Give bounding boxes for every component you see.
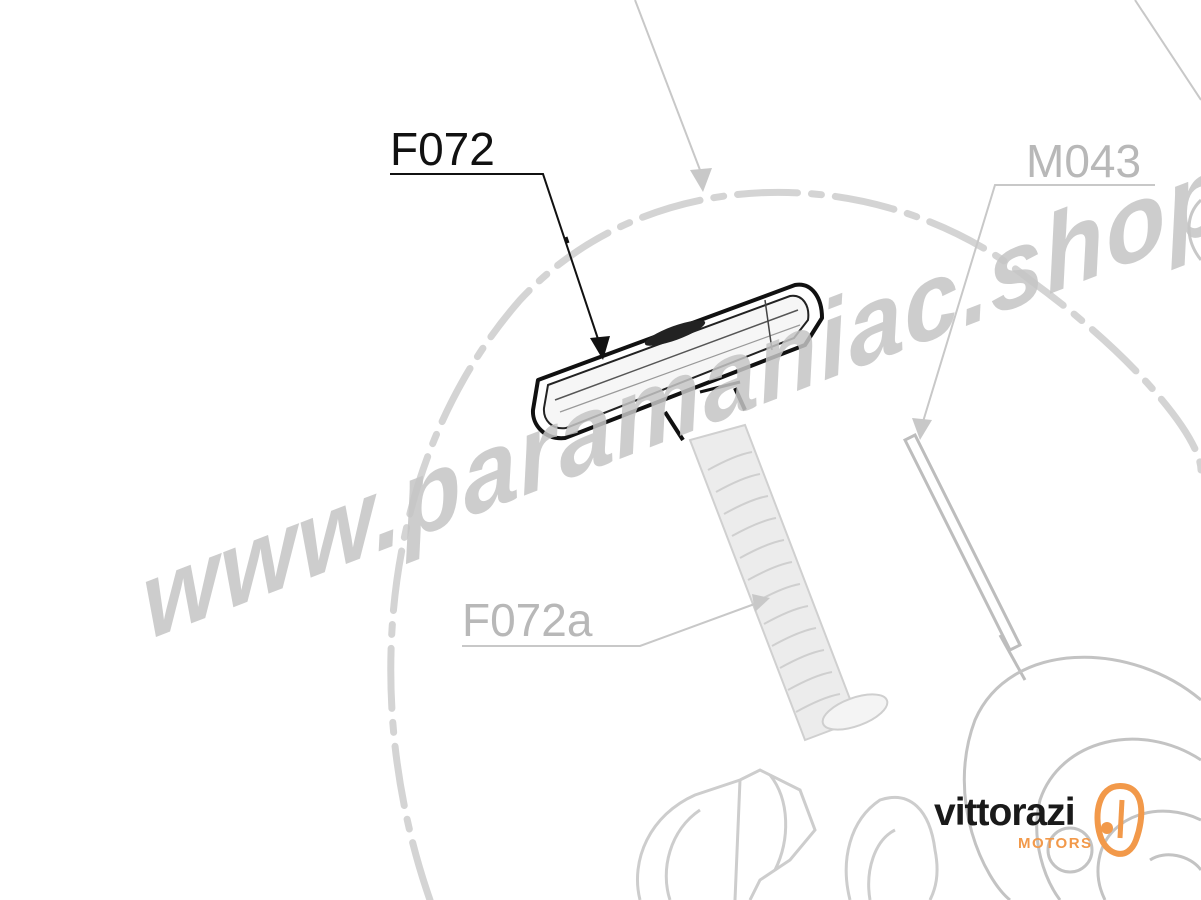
m043-callout: M043 [912, 135, 1155, 440]
ghost-edge-curve [1187, 198, 1201, 261]
ghost-mechanism [635, 768, 939, 900]
f072a-label: F072a [462, 594, 593, 646]
detail-circle-dashed [387, 188, 1201, 900]
f072-label: F072 [390, 123, 495, 175]
f072a-shaft [688, 423, 889, 742]
brand-sub: MOTORS [1018, 835, 1093, 852]
m043-rod [902, 432, 1027, 681]
brand-mark-icon [1094, 782, 1145, 857]
f072-handle [530, 282, 824, 442]
f072a-callout: F072a [462, 594, 770, 647]
vittorazi-logo: vittorazi MOTORS [934, 782, 1145, 857]
brand-name: vittorazi [934, 791, 1075, 834]
ghost-pulley [962, 655, 1201, 900]
m043-label: M043 [1026, 135, 1141, 187]
f072-callout: F072 [390, 123, 610, 360]
ghost-leader-top [634, 0, 1201, 192]
